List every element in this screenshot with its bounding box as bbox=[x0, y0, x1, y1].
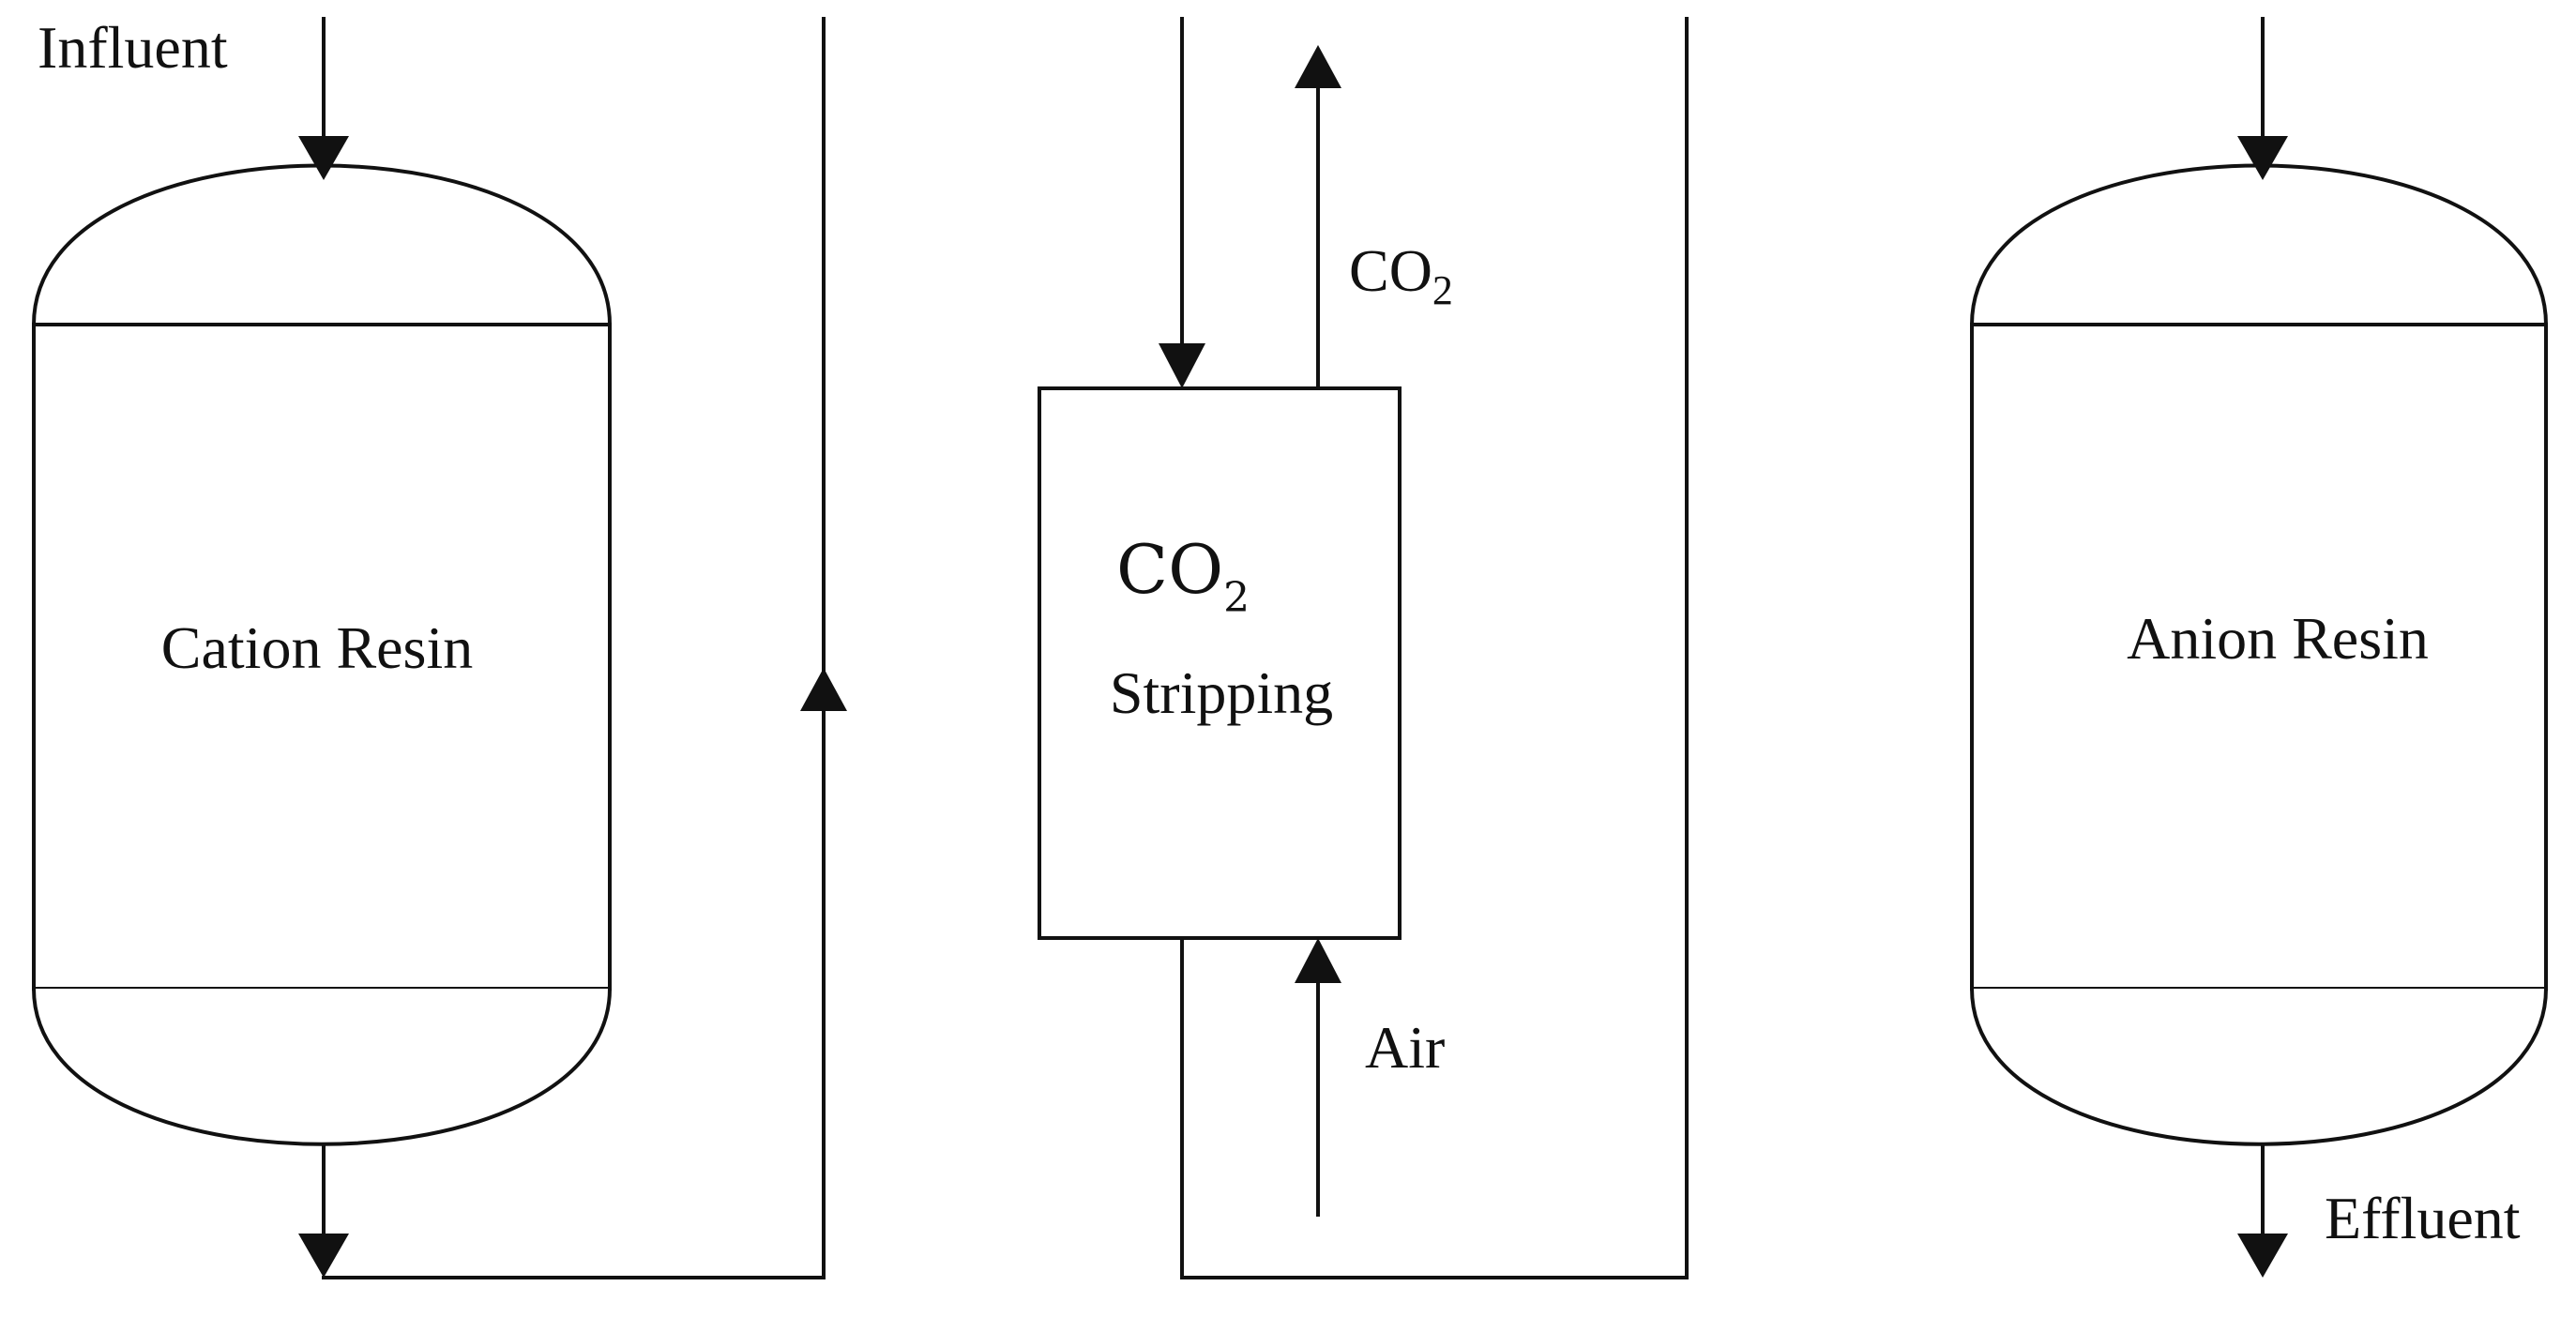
effluent-label: Effluent bbox=[2325, 1185, 2521, 1251]
riser-arrow-icon bbox=[800, 668, 847, 711]
air-inlet-arrow-icon bbox=[1295, 938, 1341, 983]
cation-resin-vessel[interactable]: Cation Resin bbox=[32, 163, 612, 1146]
co2-vent-arrow-icon bbox=[1295, 45, 1341, 88]
co2-stripping-tower[interactable]: CO2 Stripping bbox=[1038, 386, 1402, 940]
anion-feed-arrow-icon bbox=[2237, 136, 2288, 180]
anion-vessel-body bbox=[1970, 323, 2548, 991]
cation-vessel-bottom-cap bbox=[32, 988, 612, 1146]
anion-resin-vessel[interactable]: Anion Resin bbox=[1970, 163, 2548, 1146]
stripper-body bbox=[1038, 386, 1402, 940]
cation-vessel-top-cap bbox=[32, 163, 612, 325]
anion-resin-label: Anion Resin bbox=[2127, 605, 2429, 672]
influent-arrow-icon bbox=[298, 136, 349, 180]
cation-vessel-body bbox=[32, 323, 612, 991]
cation-outlet-arrow-icon bbox=[298, 1234, 349, 1278]
effluent-arrow-icon bbox=[2237, 1234, 2288, 1278]
stripper-feed-arrow-icon bbox=[1159, 343, 1205, 388]
stripper-co2-label: CO2 bbox=[1116, 530, 1250, 622]
stripping-label: Stripping bbox=[1110, 659, 1333, 726]
air-label: Air bbox=[1365, 1014, 1445, 1081]
anion-vessel-top-cap bbox=[1970, 163, 2548, 325]
co2-vent-label: CO2 bbox=[1349, 237, 1453, 313]
influent-label: Influent bbox=[38, 14, 228, 81]
anion-vessel-bottom-cap bbox=[1970, 988, 2548, 1146]
cation-resin-label: Cation Resin bbox=[161, 614, 473, 681]
